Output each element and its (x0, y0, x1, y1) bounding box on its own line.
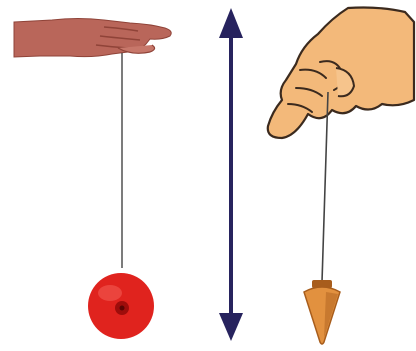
holding-hand-illustration (268, 8, 414, 139)
yoyo-highlight (98, 285, 122, 301)
plumb-bob-string (322, 92, 328, 282)
yoyo (88, 273, 154, 339)
plumb-bob-shading (324, 292, 338, 338)
arrow-head-down (219, 313, 243, 341)
double-arrow (219, 8, 243, 341)
arrow-head-up (219, 8, 243, 38)
yoyo-axle-center (120, 306, 125, 311)
flat-hand-illustration (14, 19, 171, 58)
plumb-bob (304, 280, 340, 344)
